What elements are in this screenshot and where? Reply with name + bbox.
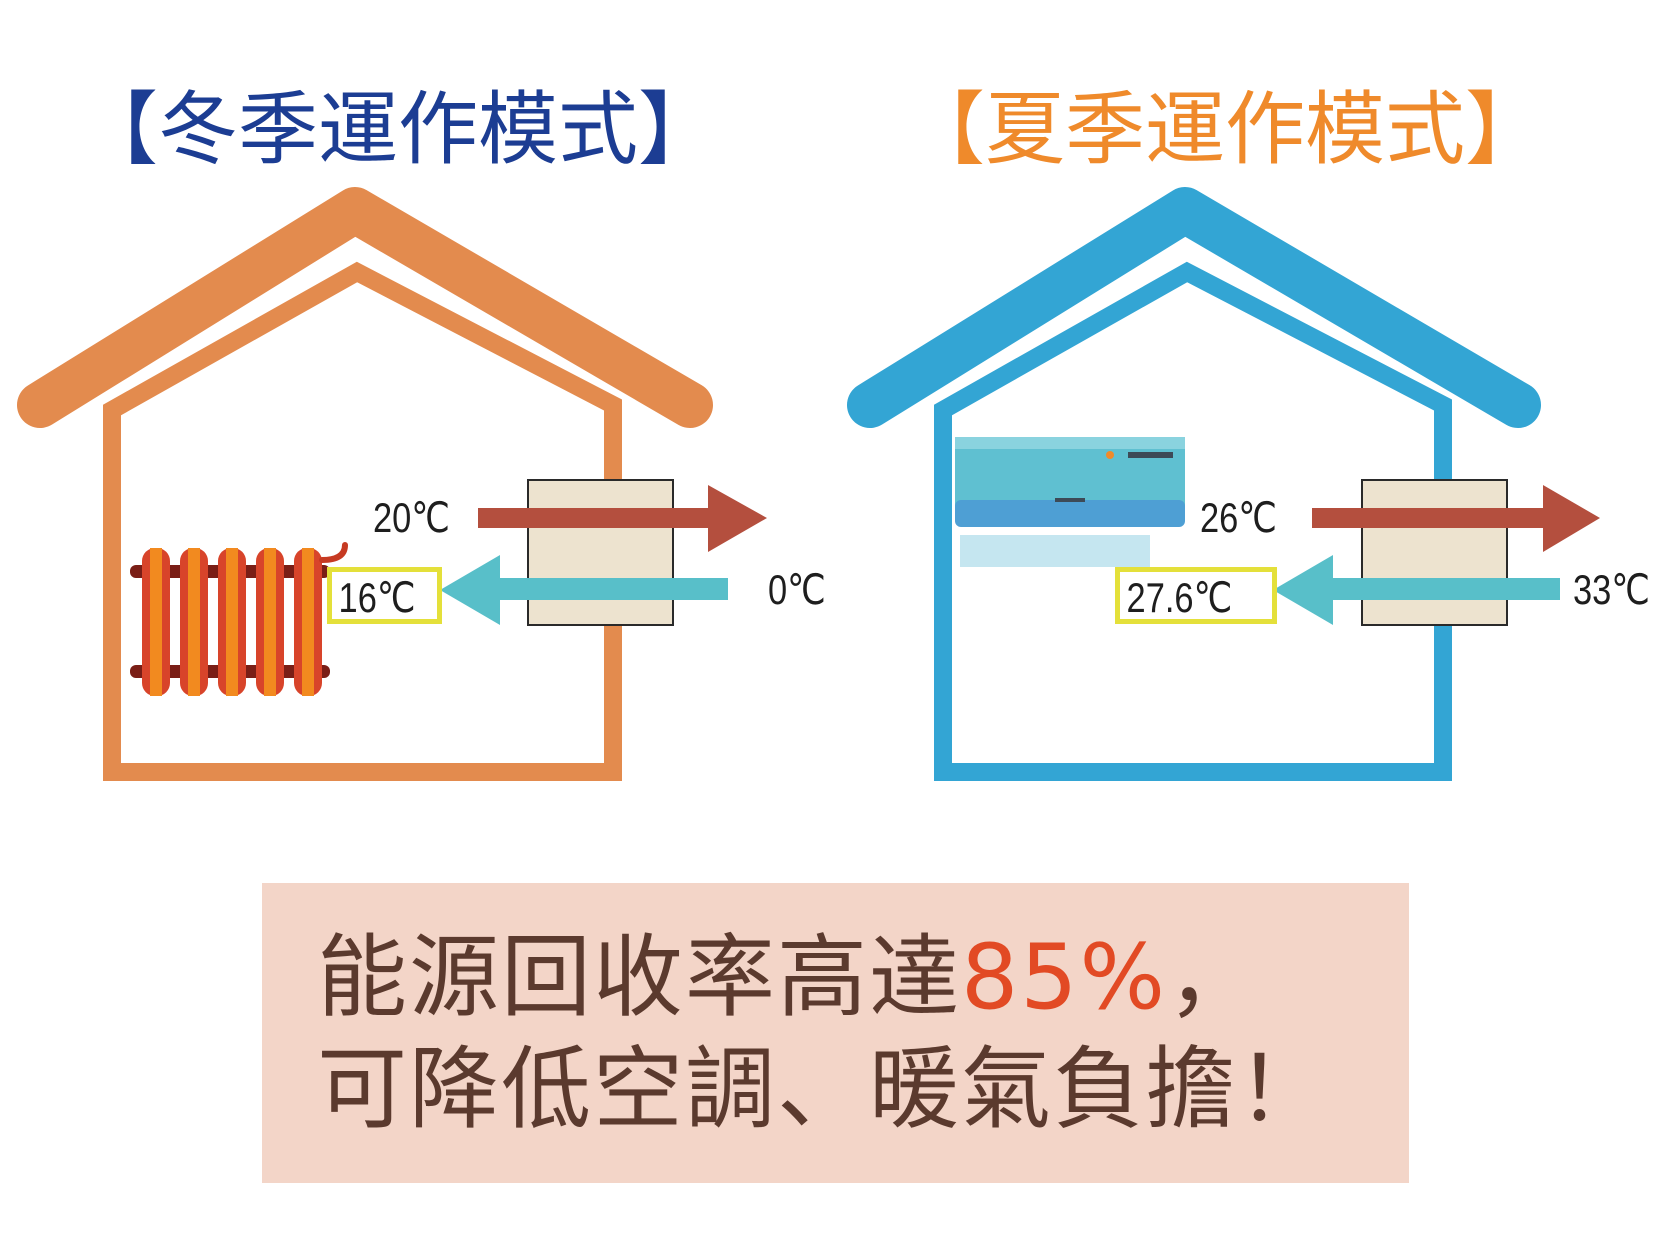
summer-house-roof <box>847 187 1541 428</box>
winter-outdoor-temp: 0℃ <box>768 566 826 613</box>
summer-heat-exchanger <box>1361 479 1508 626</box>
summer-outdoor-temp: 33℃ <box>1573 566 1650 613</box>
winter-supply-arrow <box>440 555 728 625</box>
banner-recovery-percent: 85% <box>961 925 1168 1030</box>
summer-exhaust-temp: 26℃ <box>1200 494 1277 541</box>
summer-mode-title: 【夏季運作模式】 <box>905 83 1545 176</box>
banner-line-1: 能源回收率高達85%， <box>317 923 1259 1033</box>
winter-heat-exchanger <box>527 479 674 626</box>
winter-house-roof <box>17 187 713 428</box>
winter-exhaust-arrow <box>478 485 767 552</box>
summer-exhaust-arrow <box>1312 485 1600 552</box>
energy-recovery-banner: 能源回收率高達85%， 可降低空調、暖氣負擔！ <box>262 883 1409 1183</box>
radiator-icon <box>130 542 348 696</box>
summer-supply-arrow <box>1273 555 1560 625</box>
banner-line-1-suffix: ， <box>1167 925 1260 1030</box>
winter-exhaust-temp: 20℃ <box>373 494 450 541</box>
summer-supply-temp-box: 27.6℃ <box>1115 567 1277 624</box>
winter-mode-title: 【冬季運作模式】 <box>78 83 718 176</box>
air-conditioner-icon <box>955 437 1185 567</box>
banner-line-2: 可降低空調、暖氣負擔！ <box>317 1037 1329 1142</box>
winter-supply-temp-box: 16℃ <box>327 567 442 624</box>
banner-line-1-prefix: 能源回收率高達 <box>317 925 961 1030</box>
summer-supply-temp: 27.6℃ <box>1126 574 1233 621</box>
winter-supply-temp: 16℃ <box>338 574 416 621</box>
